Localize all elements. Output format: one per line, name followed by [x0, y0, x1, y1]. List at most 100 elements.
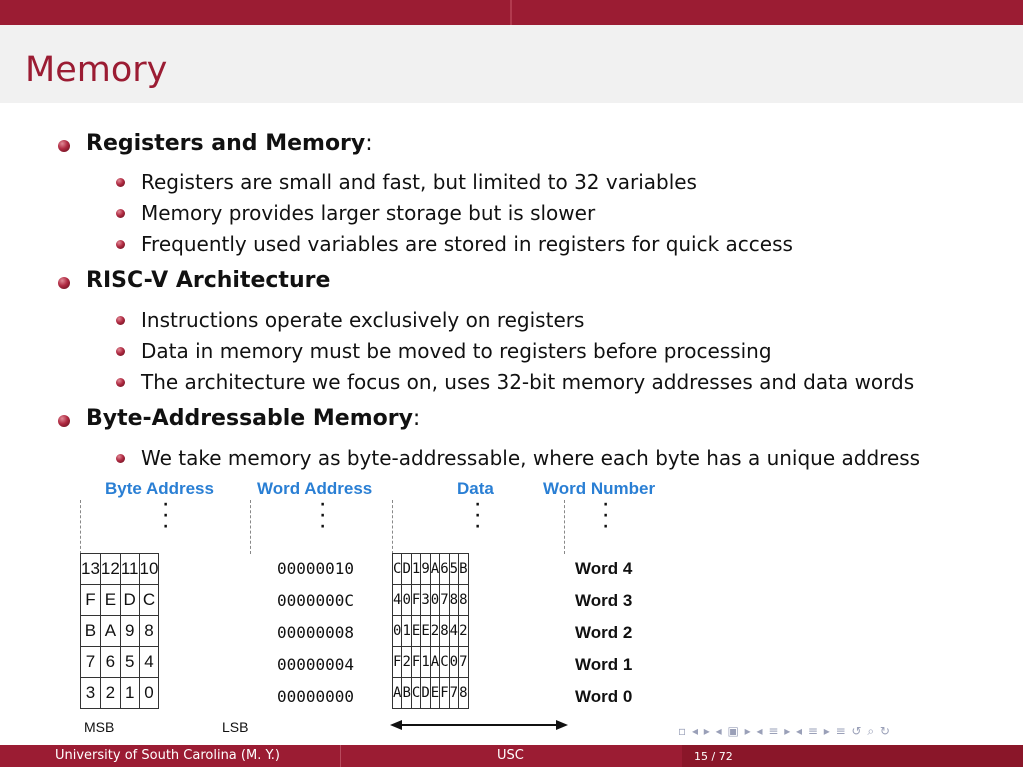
data-cell: B [458, 553, 469, 585]
byte-cell: 13 [80, 553, 101, 585]
ellipsis-dots: ··· [163, 497, 169, 535]
sub-bullet: Registers are small and fast, but limite… [141, 170, 697, 194]
data-cell: 4 [391, 584, 403, 616]
data-cell: 2 [401, 646, 412, 678]
byte-cell: B [80, 615, 101, 647]
word-address: 00000010 [277, 559, 355, 578]
byte-cell: C [138, 584, 160, 616]
byte-table: 13 12 11 10 F E D C B A 9 8 7 6 5 4 3 2 … [80, 553, 160, 709]
word-number: Word 1 [575, 655, 633, 674]
table-row: 7 6 5 4 [80, 646, 160, 678]
data-cell: D [401, 553, 412, 585]
sub-bullet-icon [116, 240, 125, 249]
data-cell: F [410, 646, 422, 678]
data-cell: 0 [401, 584, 412, 616]
bullet-heading: Byte-Addressable Memory: [86, 406, 421, 431]
title-bar [0, 25, 1023, 103]
sub-bullet: Instructions operate exclusively on regi… [141, 308, 585, 332]
subsection-nav-icon[interactable]: ◂ ▣ ▸ [715, 724, 752, 738]
footer-divider [340, 745, 341, 767]
frame-nav-icon[interactable]: ▫ ◂ ▸ [678, 724, 711, 738]
data-cell: D [420, 677, 431, 709]
data-cell: A [429, 553, 441, 585]
sub-bullet-icon [116, 209, 125, 218]
header-divider [510, 0, 512, 25]
data-cell: 8 [439, 615, 450, 647]
byte-cell: 6 [99, 646, 121, 678]
sub-bullet: The architecture we focus on, uses 32-bi… [141, 370, 915, 394]
word-address: 00000000 [277, 687, 355, 706]
sub-bullet: Data in memory must be moved to register… [141, 339, 772, 363]
sub-bullet-icon [116, 316, 125, 325]
word-number: Word 4 [575, 559, 633, 578]
data-cell: 1 [410, 553, 422, 585]
data-cell: 8 [458, 584, 469, 616]
msb-label: MSB [84, 719, 115, 735]
slide-title: Memory [25, 50, 168, 90]
byte-cell: 3 [80, 677, 101, 709]
data-cell: E [410, 615, 422, 647]
data-cell: 6 [439, 553, 450, 585]
data-cell: 3 [420, 584, 431, 616]
footer-page-segment [682, 745, 1023, 767]
table-row: F E D C [80, 584, 160, 616]
data-cell: F [410, 584, 422, 616]
sub-bullet-icon [116, 178, 125, 187]
table-row: 3 2 1 0 [80, 677, 160, 709]
data-cell: B [401, 677, 412, 709]
sub-bullet: We take memory as byte-addressable, wher… [141, 446, 921, 470]
search-back-icon[interactable]: ↺ ⌕ ↻ [851, 724, 891, 738]
word-address-header: Word Address [257, 479, 373, 498]
byte-cell: 5 [119, 646, 140, 678]
data-header: Data [457, 479, 494, 498]
byte-cell: 9 [119, 615, 140, 647]
document-nav-icon[interactable]: ◂ ≡ ▸ [796, 724, 831, 738]
byte-cell: 8 [138, 615, 160, 647]
data-cell: 1 [401, 615, 412, 647]
toc-icon[interactable]: ≡ [835, 724, 847, 738]
byte-cell: 10 [138, 553, 160, 585]
data-cell: 2 [429, 615, 441, 647]
ellipsis-dots: ··· [603, 497, 609, 535]
byte-cell: 12 [99, 553, 121, 585]
data-cell: 0 [391, 615, 403, 647]
bullet-heading: RISC-V Architecture [86, 268, 331, 293]
data-cell: F [391, 646, 403, 678]
word-address: 00000008 [277, 623, 355, 642]
bullet-heading: Registers and Memory: [86, 131, 373, 156]
data-cell: A [429, 646, 441, 678]
byte-cell: 4 [138, 646, 160, 678]
data-cell: 9 [420, 553, 431, 585]
dashed-line [250, 500, 251, 554]
footer-page-number: 15 / 72 [694, 750, 733, 763]
data-cell: C [410, 677, 422, 709]
data-cell: 7 [448, 677, 460, 709]
data-cell: 5 [448, 553, 460, 585]
data-cell: 7 [458, 646, 469, 678]
word-number: Word 3 [575, 591, 633, 610]
byte-cell: 1 [119, 677, 140, 709]
table-row: B A 9 8 [80, 615, 160, 647]
sub-bullet: Frequently used variables are stored in … [141, 232, 793, 256]
data-cell: E [429, 677, 441, 709]
data-cell: A [391, 677, 403, 709]
footer-short-title: USC [497, 748, 524, 763]
section-nav-icon[interactable]: ◂ ≡ ▸ [756, 724, 792, 738]
sub-bullet-icon [116, 378, 125, 387]
data-cell: 7 [439, 584, 450, 616]
word-address: 00000004 [277, 655, 355, 674]
byte-cell: 7 [80, 646, 101, 678]
word-number-header: Word Number [543, 479, 656, 498]
data-cell: 0 [448, 646, 460, 678]
width-arrow [390, 720, 568, 730]
table-row: 13 12 11 10 [80, 553, 160, 585]
data-cell: 0 [429, 584, 441, 616]
navigation-controls[interactable]: ▫ ◂ ▸ ◂ ▣ ▸ ◂ ≡ ▸ ◂ ≡ ▸ ≡ ↺ ⌕ ↻ [678, 724, 891, 739]
footer-bar: University of South Carolina (M. Y.) USC… [0, 745, 1023, 767]
data-cell: C [391, 553, 403, 585]
dashed-line [392, 500, 393, 554]
sub-bullet: Memory provides larger storage but is sl… [141, 201, 596, 225]
